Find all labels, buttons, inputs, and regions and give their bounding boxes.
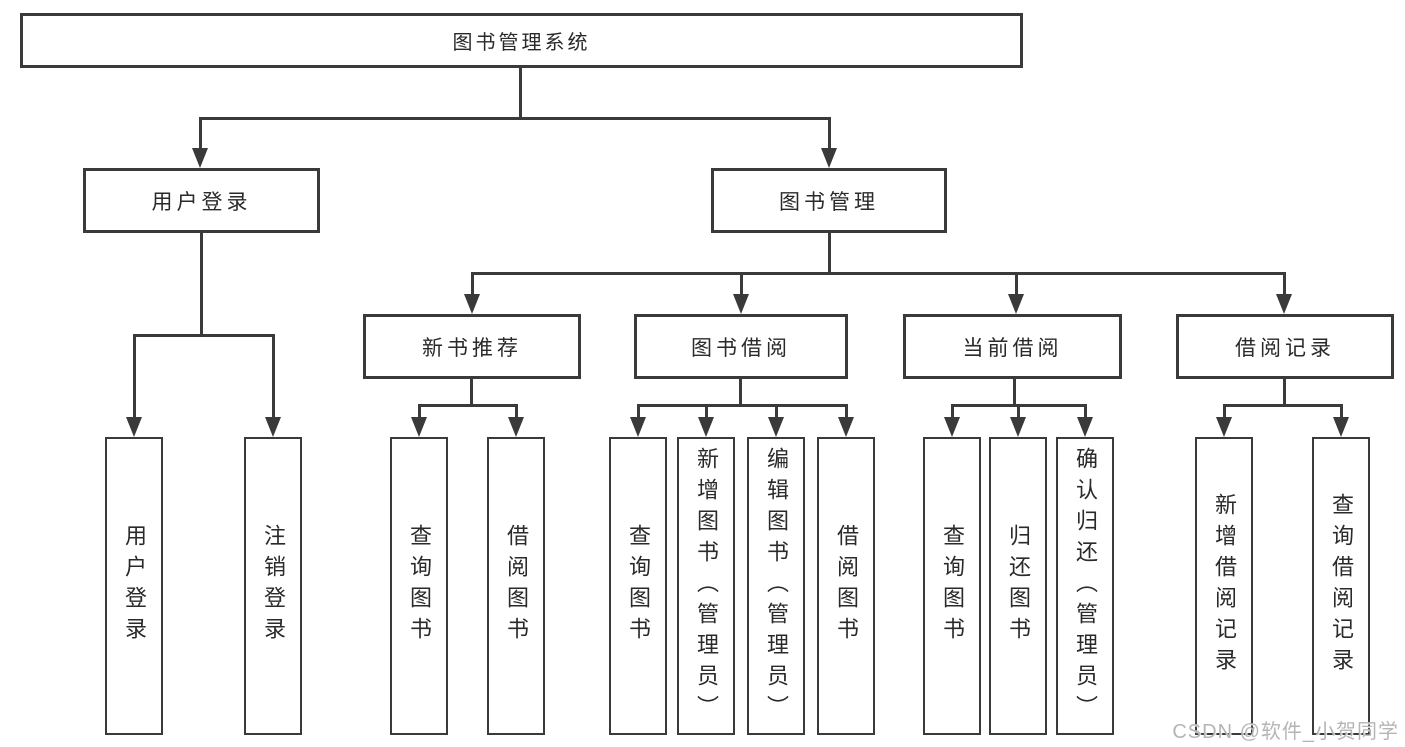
node-label: 当前借阅 bbox=[962, 336, 1063, 360]
leaf-user-login: 用户登录 bbox=[105, 437, 163, 735]
arrowhead-down bbox=[698, 417, 714, 437]
csdn-watermark: CSDN @软件_小贺同学 bbox=[1172, 721, 1399, 743]
arrowhead-down bbox=[630, 417, 646, 437]
connector-line bbox=[637, 404, 846, 407]
leaf-label: 编辑图书（管理员） bbox=[764, 446, 789, 726]
arrowhead-down bbox=[944, 417, 960, 437]
connector-line bbox=[1015, 272, 1018, 296]
leaf-recommend-query-books: 查询图书 bbox=[390, 437, 448, 735]
connector-line bbox=[1283, 272, 1286, 296]
node-label: 用户登录 bbox=[151, 190, 252, 214]
node-new-book-recommend: 新书推荐 bbox=[363, 314, 581, 379]
connector-line bbox=[200, 233, 203, 336]
arrowhead-down bbox=[733, 294, 749, 314]
leaf-label: 新增借阅记录 bbox=[1212, 493, 1237, 679]
connector-line bbox=[133, 334, 136, 418]
leaf-current-query-books: 查询图书 bbox=[923, 437, 981, 735]
leaf-label: 借阅图书 bbox=[834, 524, 859, 648]
leaf-recommend-borrow-books: 借阅图书 bbox=[487, 437, 545, 735]
node-user-login: 用户登录 bbox=[83, 168, 320, 233]
arrowhead-down bbox=[1077, 417, 1093, 437]
node-label: 图书管理系统 bbox=[452, 32, 591, 54]
arrowhead-down bbox=[821, 148, 837, 168]
arrowhead-down bbox=[192, 148, 208, 168]
connector-line bbox=[418, 404, 517, 407]
connector-line bbox=[272, 334, 275, 418]
leaf-label: 注销登录 bbox=[261, 524, 286, 648]
leaf-borrowing-borrow-books: 借阅图书 bbox=[817, 437, 875, 735]
leaf-label: 查询图书 bbox=[940, 524, 965, 648]
connector-line bbox=[705, 404, 708, 419]
leaf-label: 确认归还（管理员） bbox=[1073, 446, 1098, 726]
arrowhead-down bbox=[464, 294, 480, 314]
connector-line bbox=[519, 68, 522, 119]
arrowhead-down bbox=[265, 417, 281, 437]
connector-line bbox=[471, 272, 1286, 275]
connector-line bbox=[1017, 404, 1020, 419]
leaf-logout: 注销登录 bbox=[244, 437, 302, 735]
leaf-records-query-record: 查询借阅记录 bbox=[1312, 437, 1370, 735]
node-label: 借阅记录 bbox=[1235, 336, 1335, 360]
leaf-records-add-record: 新增借阅记录 bbox=[1195, 437, 1253, 735]
node-book-management: 图书管理 bbox=[711, 168, 947, 233]
connector-line bbox=[740, 272, 743, 296]
arrowhead-down bbox=[126, 417, 142, 437]
arrowhead-down bbox=[1216, 417, 1232, 437]
node-root-library-system: 图书管理系统 bbox=[20, 13, 1023, 68]
node-label: 图书管理 bbox=[779, 190, 879, 214]
connector-line bbox=[199, 117, 202, 150]
connector-line bbox=[637, 404, 640, 419]
connector-line bbox=[1013, 379, 1016, 407]
connector-line bbox=[1283, 379, 1286, 407]
connector-line bbox=[470, 379, 473, 407]
leaf-borrowing-query-books: 查询图书 bbox=[609, 437, 667, 735]
leaf-current-return-books: 归还图书 bbox=[989, 437, 1047, 735]
connector-line bbox=[418, 404, 421, 419]
leaf-label: 查询图书 bbox=[626, 524, 651, 648]
connector-line bbox=[951, 404, 954, 419]
node-book-borrowing: 图书借阅 bbox=[634, 314, 848, 379]
node-current-borrowing: 当前借阅 bbox=[903, 314, 1122, 379]
connector-line bbox=[1223, 404, 1343, 407]
arrowhead-down bbox=[1333, 417, 1349, 437]
node-borrowing-records: 借阅记录 bbox=[1176, 314, 1394, 379]
node-label: 新书推荐 bbox=[422, 336, 522, 360]
connector-line bbox=[828, 233, 831, 275]
connector-line bbox=[1223, 404, 1226, 419]
arrowhead-down bbox=[1010, 417, 1026, 437]
leaf-label: 用户登录 bbox=[122, 524, 147, 648]
connector-line bbox=[845, 404, 848, 419]
leaf-label: 借阅图书 bbox=[504, 524, 529, 648]
leaf-label: 新增图书（管理员） bbox=[694, 446, 719, 726]
arrowhead-down bbox=[1008, 294, 1024, 314]
arrowhead-down bbox=[768, 417, 784, 437]
node-label: 图书借阅 bbox=[691, 336, 791, 360]
arrowhead-down bbox=[411, 417, 427, 437]
connector-line bbox=[1340, 404, 1343, 419]
arrowhead-down bbox=[508, 417, 524, 437]
leaf-label: 查询借阅记录 bbox=[1329, 493, 1354, 679]
leaf-label: 归还图书 bbox=[1006, 524, 1031, 648]
leaf-label: 查询图书 bbox=[407, 524, 432, 648]
arrowhead-down bbox=[1276, 294, 1292, 314]
connector-line bbox=[199, 117, 831, 120]
connector-line bbox=[775, 404, 778, 419]
connector-line bbox=[739, 379, 742, 407]
connector-line bbox=[471, 272, 474, 296]
leaf-current-confirm-return-admin: 确认归还（管理员） bbox=[1056, 437, 1114, 735]
connector-line bbox=[515, 404, 518, 419]
connector-line bbox=[1084, 404, 1087, 419]
arrowhead-down bbox=[838, 417, 854, 437]
connector-line bbox=[133, 334, 275, 337]
leaf-borrowing-add-books-admin: 新增图书（管理员） bbox=[677, 437, 735, 735]
leaf-borrowing-edit-books-admin: 编辑图书（管理员） bbox=[747, 437, 805, 735]
connector-line bbox=[828, 117, 831, 150]
